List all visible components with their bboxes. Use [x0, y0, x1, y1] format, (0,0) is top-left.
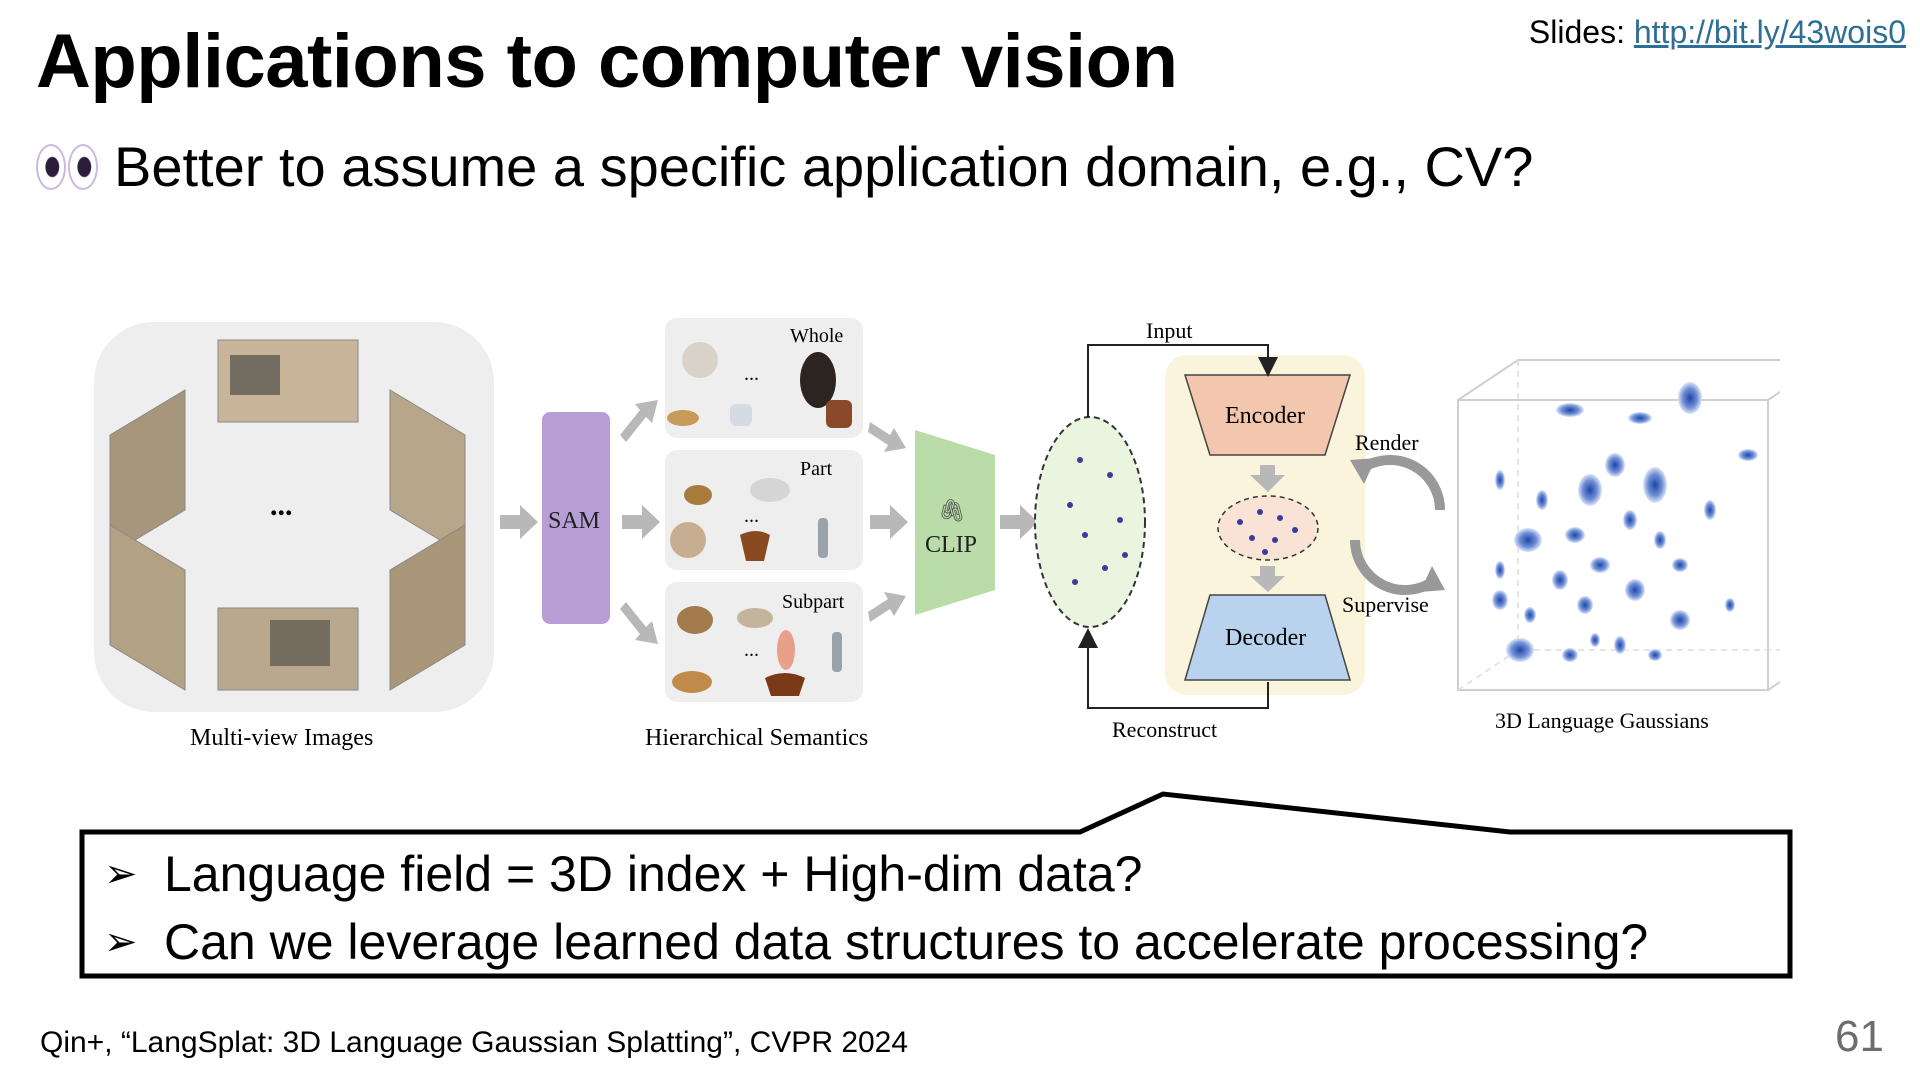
eyes-icon — [36, 143, 98, 190]
reconstruct-label: Reconstruct — [1112, 717, 1217, 742]
subtitle-line: Better to assume a specific application … — [36, 134, 1533, 199]
input-label: Input — [1146, 318, 1192, 343]
callout-bullet-item: ➢ Language field = 3D index + High-dim d… — [104, 840, 1648, 908]
decoder-label: Decoder — [1225, 625, 1306, 651]
multiview-label: Multi-view Images — [190, 725, 373, 751]
whole-label: Whole — [790, 325, 843, 347]
callout-bullet-item: ➢ Can we leverage learned data structure… — [104, 908, 1648, 976]
slides-label: Slides: — [1528, 14, 1625, 50]
page-number: 61 — [1835, 1012, 1884, 1061]
supervise-label: Supervise — [1342, 592, 1429, 617]
render-label: Render — [1355, 430, 1419, 455]
citation: Qin+, “LangSplat: 3D Language Gaussian S… — [40, 1026, 909, 1059]
bullet-text-1: Language field = 3D index + High-dim dat… — [164, 846, 1143, 902]
slides-link-area: Slides: http://bit.ly/43wois0 — [1529, 14, 1906, 51]
svg-text:🖇: 🖇 — [938, 498, 966, 523]
clip-label: CLIP — [925, 532, 977, 558]
svg-text:...: ... — [744, 639, 759, 661]
hierarchical-label: Hierarchical Semantics — [645, 725, 868, 751]
encoder-label: Encoder — [1225, 403, 1305, 429]
part-label: Part — [800, 458, 833, 480]
gaussian-cube: 3D Language Gaussians — [1457, 359, 1832, 733]
clip-block: CLIP 🖇 — [915, 430, 995, 615]
svg-text:...: ... — [744, 505, 759, 527]
sam-label: SAM — [548, 508, 600, 534]
gaussians-label: 3D Language Gaussians — [1495, 708, 1709, 733]
arrowhead-bullet-icon: ➢ — [104, 920, 138, 964]
langsplat-pipeline-figure: ... Multi-view Images SAM Whole ... Part — [80, 300, 1832, 770]
sam-block: SAM — [542, 412, 610, 624]
bullet-text-2: Can we leverage learned data structures … — [164, 914, 1649, 970]
subtitle-text: Better to assume a specific application … — [114, 135, 1534, 198]
callout-bullets: ➢ Language field = 3D index + High-dim d… — [104, 840, 1648, 976]
language-latent — [1034, 416, 1146, 628]
multiview-ellipsis: ... — [270, 489, 293, 522]
hierarchical-semantics: Whole ... Part ... Subpart ... Hier — [645, 318, 868, 751]
slide-title: Applications to computer vision — [36, 19, 1178, 104]
autoencoder-panel: Encoder Decoder — [1165, 355, 1365, 695]
arrowhead-bullet-icon: ➢ — [104, 852, 138, 896]
multiview-panel: ... Multi-view Images — [94, 322, 494, 751]
slides-url-link[interactable]: http://bit.ly/43wois0 — [1633, 14, 1906, 50]
subpart-label: Subpart — [782, 591, 845, 613]
svg-text:...: ... — [744, 363, 759, 385]
